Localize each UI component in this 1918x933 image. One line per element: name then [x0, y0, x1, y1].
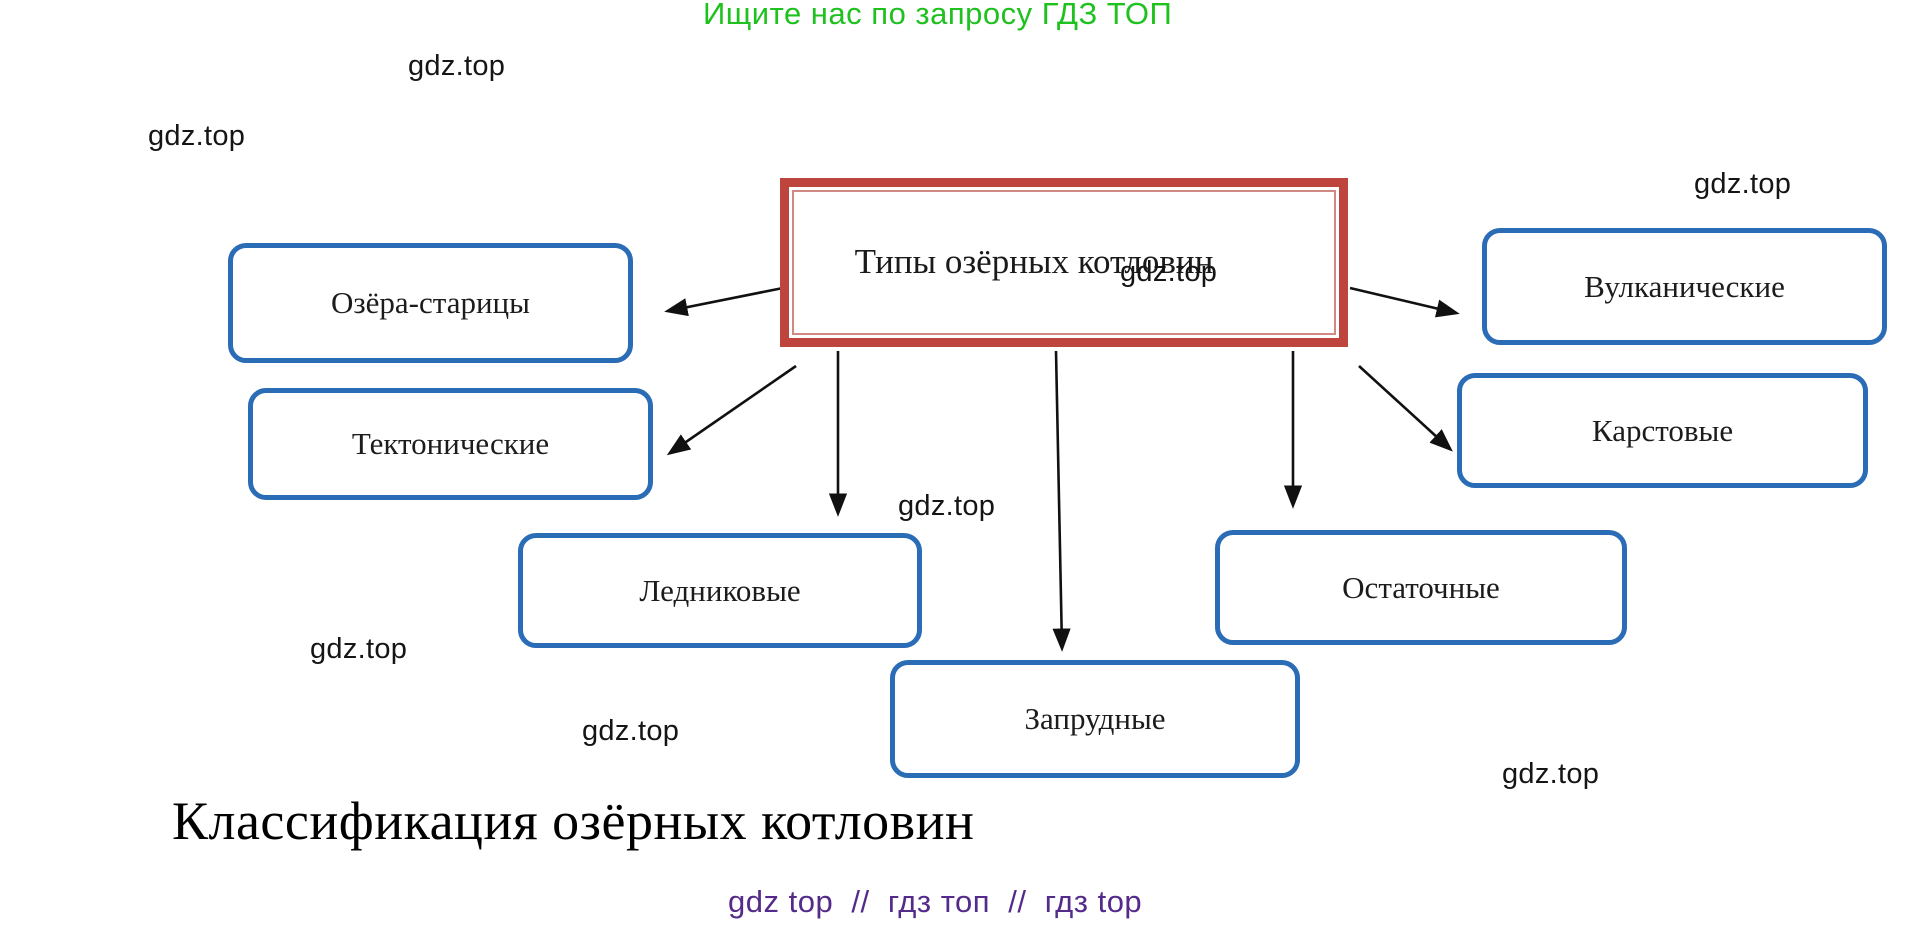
watermark: gdz.top: [310, 633, 408, 665]
arrow-to-ozera-staritsy: [664, 286, 784, 317]
watermark: gdz.top: [148, 120, 246, 152]
root-node-inner-frame: Типы озёрных котловин: [792, 190, 1336, 335]
watermark: gdz.top: [1694, 168, 1792, 200]
node-karstovye: Карстовые: [1457, 373, 1868, 488]
node-lednikovye: Ледниковые: [518, 533, 922, 648]
arrow-to-tektonicheskie: [666, 364, 797, 456]
watermark: gdz.top: [408, 50, 506, 82]
node-zaprudnye: Запрудные: [890, 660, 1300, 778]
watermark: gdz.top: [582, 715, 680, 747]
watermark: gdz.top: [898, 490, 996, 522]
arrow-to-zaprudnye: [1052, 350, 1071, 652]
arrow-to-karstovye: [1358, 365, 1453, 452]
watermark: gdz.top: [1120, 256, 1218, 288]
diagram-caption: Классификация озёрных котловин: [172, 791, 975, 851]
node-tektonicheskie: Тектонические: [248, 388, 653, 500]
footer-promo-text: gdz top // гдз топ // гдз top: [728, 884, 1143, 919]
node-ozera-staritsy: Озёра-старицы: [228, 243, 633, 363]
watermark: gdz.top: [1502, 758, 1600, 790]
arrow-to-vulkanicheskie: [1349, 286, 1460, 318]
node-vulkanicheskie: Вулканические: [1482, 228, 1887, 345]
root-node-label: Типы озёрных котловин: [854, 242, 1214, 282]
node-ostatochnye: Остаточные: [1215, 530, 1627, 645]
header-promo-text: Ищите нас по запросу ГДЗ ТОП: [703, 0, 1173, 31]
root-node-lake-basin-types: Типы озёрных котловин: [780, 178, 1348, 347]
